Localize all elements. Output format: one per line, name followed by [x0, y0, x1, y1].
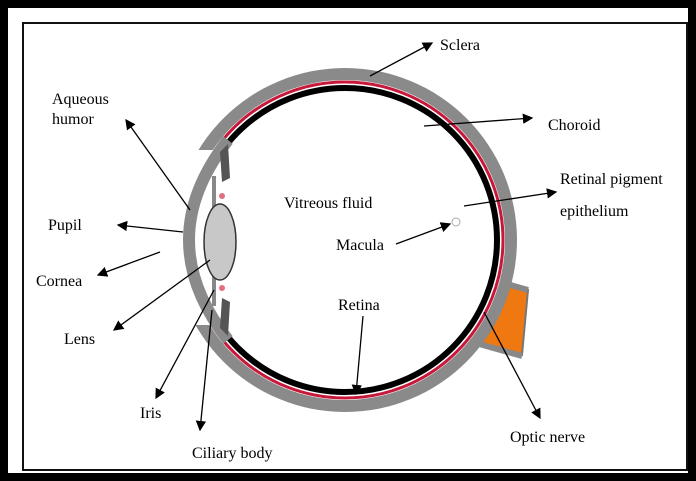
lens — [204, 204, 236, 280]
label-aqueous-humor-line2: humor — [52, 111, 94, 128]
label-iris: Iris — [140, 405, 161, 422]
label-macula: Macula — [336, 237, 384, 254]
label-retinal-pigment-line2: epithelium — [560, 203, 629, 220]
label-cornea: Cornea — [36, 273, 82, 290]
label-vitreous-fluid: Vitreous fluid — [284, 195, 372, 212]
label-retina: Retina — [338, 297, 380, 314]
label-sclera: Sclera — [440, 37, 480, 54]
label-retinal-pigment-line1: Retinal pigment — [560, 171, 663, 188]
label-pupil: Pupil — [48, 217, 82, 234]
label-choroid: Choroid — [548, 117, 600, 134]
label-optic-nerve: Optic nerve — [510, 429, 585, 446]
label-lens: Lens — [64, 331, 95, 348]
label-aqueous-humor-line1: Aqueous — [52, 91, 109, 108]
macula — [452, 218, 460, 226]
label-ciliary-body: Ciliary body — [192, 445, 272, 462]
